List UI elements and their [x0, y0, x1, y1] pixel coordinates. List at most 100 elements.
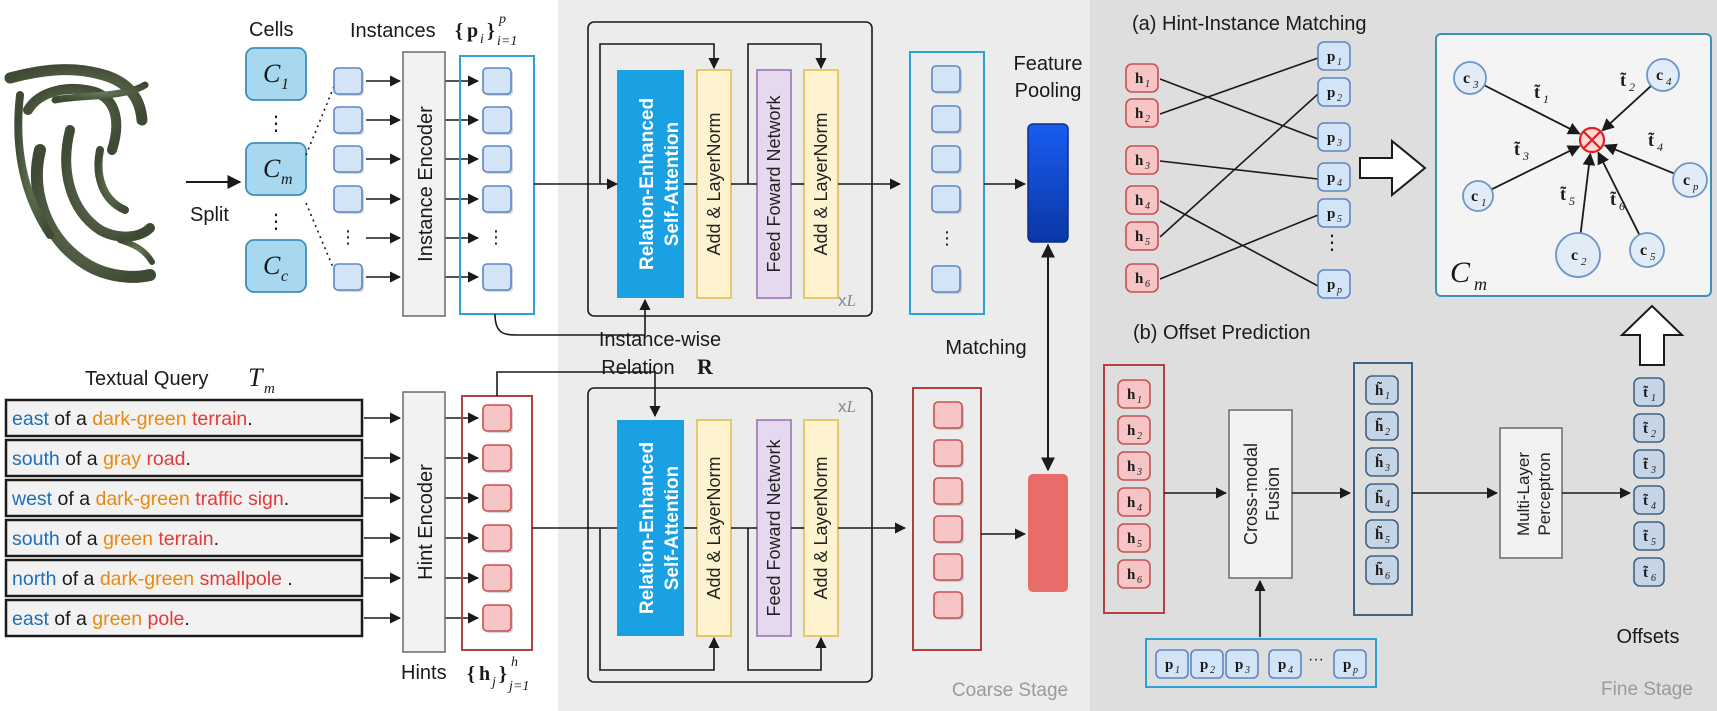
match-line	[1159, 200, 1319, 287]
query-word-color: green	[103, 528, 153, 550]
top-output-token	[931, 105, 961, 133]
fine-hint-sub: 6	[1137, 575, 1142, 586]
fused-hint-token	[1365, 375, 1399, 405]
offset-token	[1633, 521, 1665, 551]
offset-vector	[1491, 145, 1581, 191]
bottom-add-norm-1	[696, 419, 732, 637]
offset-token-var: t̃	[1643, 385, 1648, 401]
cell-subscript: 1	[281, 76, 289, 93]
cell-node	[1453, 61, 1487, 95]
offset-token-var: t̃	[1643, 493, 1648, 509]
instance-token	[1317, 41, 1351, 71]
cell-subscript: m	[281, 171, 293, 188]
query-word-direction: east	[12, 608, 49, 630]
cell-letter: C	[263, 154, 281, 183]
fused-hint-token	[1365, 555, 1399, 585]
query-word-color: dark-green	[92, 408, 186, 430]
top-output-hdots: ⋮	[938, 228, 956, 248]
fused-hint-token	[1365, 411, 1399, 441]
bottom-add-norm-2	[803, 419, 839, 637]
cell-node	[1629, 232, 1665, 268]
offset-vector	[1597, 151, 1641, 236]
top-add-norm-1	[696, 69, 732, 299]
offset-token-var: t̃	[1643, 529, 1648, 545]
fine-hint-sub: 4	[1137, 503, 1142, 514]
query-word-color: gray	[103, 448, 141, 470]
cell-node	[1462, 180, 1494, 212]
query-word-plain: of a	[52, 488, 95, 510]
fused-hint-sub: 4	[1385, 499, 1390, 510]
offset-vector	[1603, 143, 1675, 175]
point-cloud-image	[4, 64, 156, 283]
fused-hint-token	[1365, 447, 1399, 477]
hint-encoder-box	[402, 391, 446, 653]
p-row-token	[1155, 649, 1189, 679]
relation-label-line2: Relation	[601, 357, 674, 379]
fused-hint-var: h̃	[1375, 453, 1384, 471]
cell-node-sub: 5	[1650, 251, 1656, 263]
query-box	[4, 438, 364, 478]
instance-token	[1317, 77, 1351, 107]
instance-token	[1317, 198, 1351, 228]
offset-token	[1633, 413, 1665, 443]
bottom-output-token	[933, 591, 963, 619]
query-word-direction: east	[12, 408, 49, 430]
offset-token-sub: 1	[1651, 393, 1656, 404]
offset-vector-label: t̃	[1610, 189, 1616, 209]
fused-hint-var: h̃	[1375, 381, 1384, 399]
offset-vector	[1483, 84, 1581, 135]
bottom-output-token	[933, 515, 963, 543]
svg-text:p: p	[498, 12, 506, 27]
instance-encoder-box	[402, 51, 446, 317]
query-text: south of a green terrain.	[12, 528, 219, 550]
hint-token-sub: 3	[1144, 161, 1150, 172]
query-word-plain: .	[184, 608, 189, 630]
query-text: south of a gray road.	[12, 448, 191, 470]
instance-token-sub: 1	[1337, 57, 1342, 68]
encoded-instance-token	[482, 185, 512, 213]
query-word-color: dark-green	[95, 488, 189, 510]
fused-hint-var: h̃	[1375, 417, 1384, 435]
encoded-instance-token	[482, 106, 512, 134]
cell-box	[245, 142, 307, 196]
fine-hint-var: h	[1127, 387, 1136, 403]
fine-hint-sub: 5	[1137, 539, 1142, 550]
cell-node-var: c	[1471, 188, 1478, 205]
top-output-tokens: ⋮	[931, 65, 962, 294]
fused-hint-token	[1365, 483, 1399, 513]
offset-token-var: t̃	[1643, 565, 1648, 581]
query-word-color: dark-green	[100, 568, 194, 590]
cell-node-var: c	[1463, 70, 1470, 87]
query-word-color: green	[92, 608, 142, 630]
p-row-token	[1268, 649, 1302, 679]
fused-hint-sub: 1	[1385, 391, 1390, 402]
offset-vector-label: t̃	[1620, 70, 1626, 90]
cell-node	[1555, 232, 1601, 278]
query-word-plain: of a	[49, 408, 92, 430]
svg-text:C: C	[1450, 256, 1471, 289]
instance-token-var: p	[1327, 277, 1335, 293]
p-row-token	[1190, 649, 1224, 679]
top-attention-block	[617, 70, 684, 298]
query-box	[4, 478, 364, 518]
instance-encoder-label: Instance Encoder	[415, 106, 437, 262]
svg-text:h: h	[511, 655, 518, 670]
hint-token-sub: 4	[1145, 201, 1150, 212]
hint-token-var: h	[1135, 229, 1144, 245]
cm-symbol: C m	[1450, 256, 1487, 294]
svg-text:Instances: Instances	[350, 20, 436, 42]
p-row-box	[1145, 638, 1377, 688]
instance-token-var: p	[1327, 49, 1335, 65]
svg-text:j: j	[490, 675, 496, 690]
cells-label: Cells	[249, 19, 293, 41]
bottom-attention-block	[617, 420, 684, 636]
svg-text:Textual Query: Textual Query	[85, 368, 208, 390]
encoded-instance-token	[482, 263, 512, 291]
cell-letter: C	[263, 251, 281, 280]
